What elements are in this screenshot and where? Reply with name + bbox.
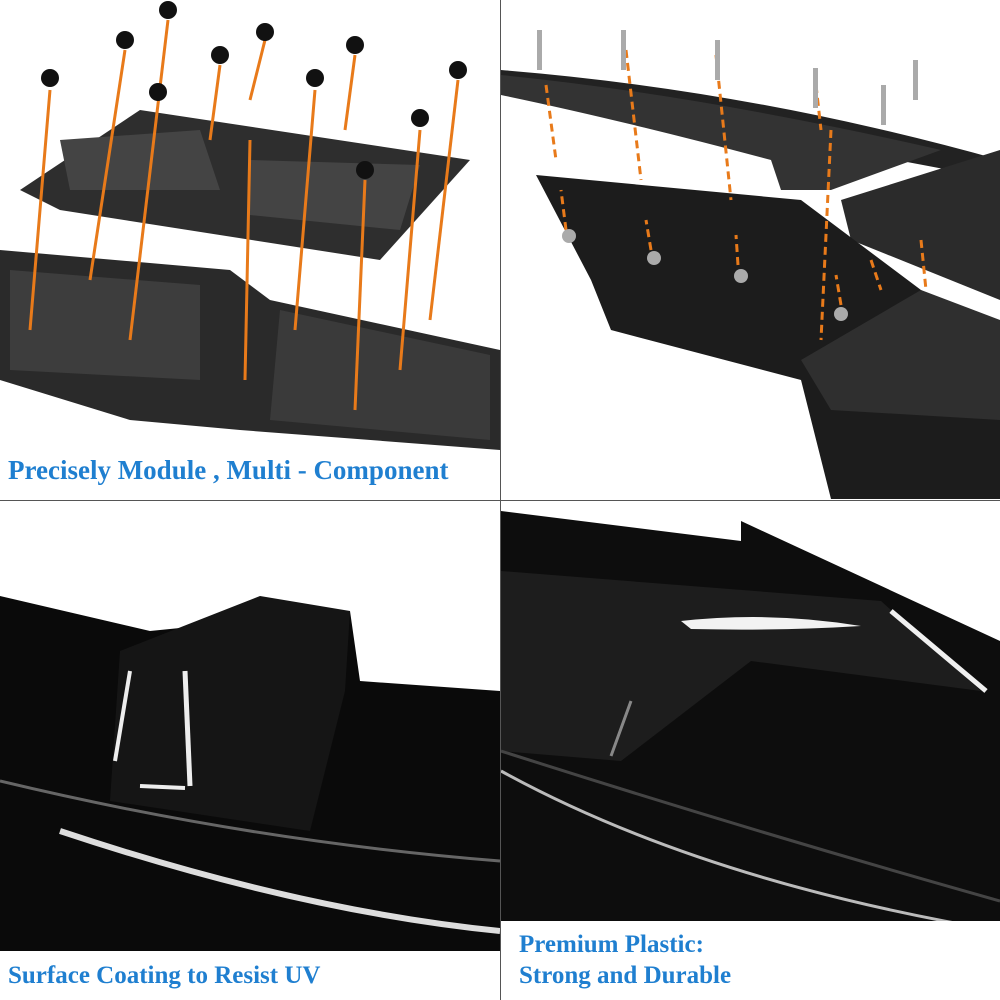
side-wing-exploded-image bbox=[501, 30, 1000, 499]
caption-line-1: Premium Plastic: bbox=[519, 931, 704, 958]
gloss-wing-image bbox=[501, 511, 1000, 1000]
caption-line-2: Strong and Durable bbox=[519, 962, 732, 989]
caption-premium-plastic: Premium Plastic: Strong and Durable bbox=[519, 929, 731, 991]
panel-assembly-module: Precisely Module , Multi - Component bbox=[0, 0, 500, 499]
gloss-spoiler-image bbox=[0, 596, 500, 1000]
caption-surface-coating: Surface Coating to Resist UV bbox=[8, 962, 321, 989]
panel-premium-plastic: Premium Plastic: Strong and Durable bbox=[501, 501, 1000, 1000]
module-exploded-image bbox=[0, 1, 500, 450]
divider-horizontal bbox=[0, 500, 1000, 501]
panel-surface-coating: Surface Coating to Resist UV bbox=[0, 501, 500, 1000]
caption-precisely-module: Precisely Module , Multi - Component bbox=[8, 455, 449, 485]
panel-side-wing bbox=[501, 0, 1000, 499]
